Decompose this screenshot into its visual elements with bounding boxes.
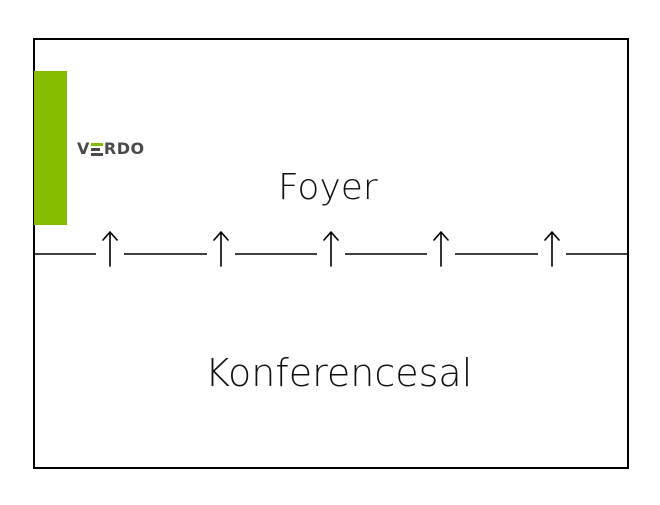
partition-wall — [34, 231, 629, 267]
logo-e-mark — [90, 142, 103, 156]
door-arrow-icon — [323, 231, 339, 267]
logo-text-end: RDO — [103, 139, 145, 158]
room-label-konferencesal: Konferencesal — [205, 351, 473, 395]
logo-text-start: V — [77, 139, 90, 158]
door-arrow-icon — [544, 231, 560, 267]
verdo-logo: V RDO — [77, 139, 145, 159]
brand-bar — [34, 71, 67, 225]
room-label-foyer: Foyer — [278, 167, 378, 208]
door-arrow-icon — [213, 231, 229, 267]
door-arrow-icon — [433, 231, 449, 267]
door-arrow-icon — [102, 231, 118, 267]
